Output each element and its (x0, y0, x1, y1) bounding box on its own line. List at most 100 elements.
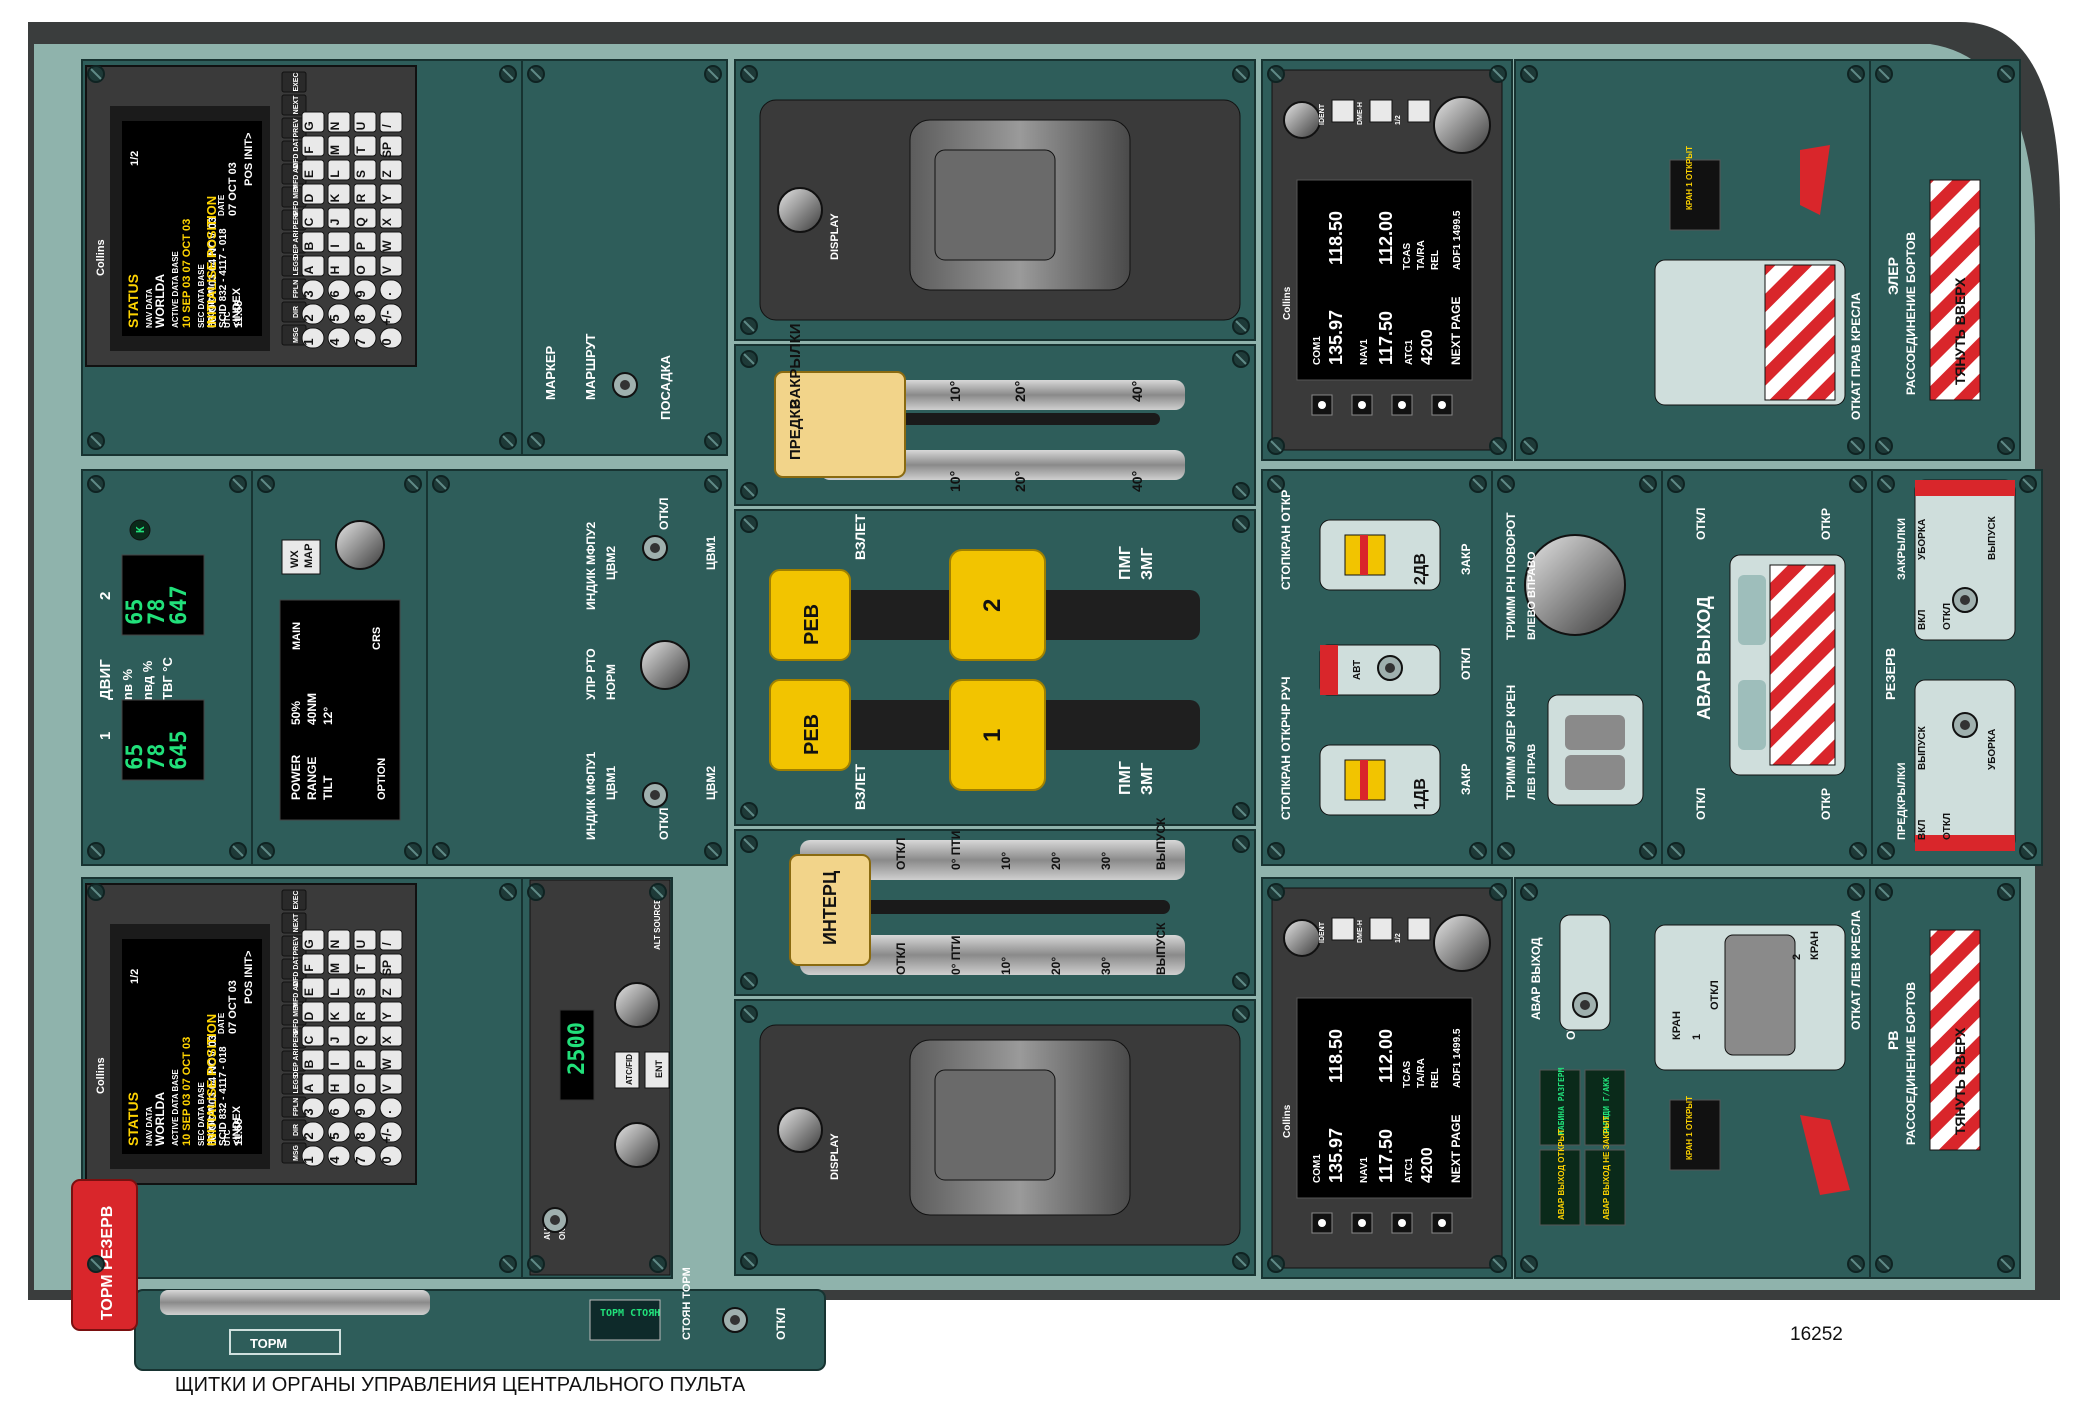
fms-key-alpha (353, 929, 377, 951)
otkat-lev-label: ОТКАТ ЛЕВ КРЕСЛА (1849, 910, 1863, 1030)
rto-selector[interactable] (640, 640, 690, 690)
fms-key-alpha-label: E (302, 988, 316, 996)
ap-knob-upper[interactable] (614, 982, 660, 1028)
radio-tune-knob[interactable] (1433, 96, 1491, 154)
engine-k-label: K (134, 526, 147, 533)
fms-key-alpha-label: H (328, 1084, 342, 1093)
radio-atc1-label: ATC1 (1404, 339, 1415, 365)
fms-key-alpha-label: N (328, 122, 342, 131)
fms-key-alpha-label: Y (380, 1012, 394, 1020)
spoiler-tick: ОТКЛ (894, 838, 908, 870)
rev-label-1: РЕВ (801, 714, 823, 755)
fms-key-num (353, 1121, 377, 1143)
fms-key-alpha (379, 1001, 403, 1023)
kran1-lamp-top (1669, 159, 1721, 231)
elev-kran-left: КРАН (1671, 1011, 1683, 1040)
spoiler-lever-label: ИНТЕРЦ (820, 870, 840, 945)
emergency-exit-otkl-top: ОТКЛ (1694, 508, 1708, 540)
figure-id: 16252 (1790, 1324, 1843, 1345)
fms-key-alpha-label: L (328, 988, 342, 995)
fms-key-num-label: 3 (301, 1108, 316, 1115)
radio-brt-knob[interactable] (1283, 919, 1321, 957)
fms-key-alpha-label: V (380, 1084, 394, 1092)
radio-brt-knob[interactable] (1283, 101, 1321, 139)
fms-key-alpha-label: W (380, 240, 394, 252)
lamp-vyhod-otkryt-label: АВАР ВЫХОД ОТКРЫТ (1557, 1129, 1566, 1220)
display-knob-top[interactable] (777, 187, 823, 233)
fms-program-label: PROGRAM (207, 286, 216, 328)
radio-adf: ADF1 1499.5 (1452, 1028, 1463, 1088)
reserve-flaps-vkl: ВКЛ (1917, 610, 1928, 630)
fms-key-num (353, 279, 377, 301)
label-landing: ПОСАДКА (658, 354, 673, 420)
lamp-zaryadi-label: ЗАРЯДИ Г/АКК (1602, 1077, 1611, 1135)
mfpu-ind2: ИНДИК МФПУ2 (584, 522, 598, 610)
radio-btn-dme (1369, 917, 1393, 941)
elevator-pull-label: ТЯНУТЬ ВВЕРХ (1952, 1027, 1968, 1135)
fms-sec-base-label: SEC DATA BASE (197, 263, 206, 328)
fms-key-func-label: FPLN (293, 1098, 300, 1116)
emergency-exit-otkl-bottom: ОТКЛ (1694, 788, 1708, 820)
wx-knob[interactable] (335, 520, 385, 570)
elev-exit-switch (1559, 914, 1611, 1031)
fms-key-alpha-label: Q (354, 1035, 368, 1044)
display-knob-bottom[interactable] (777, 1107, 823, 1153)
fms-pos-init: POS INIT> (243, 133, 255, 187)
fms-key-num-label: 7 (353, 1156, 368, 1163)
brake-lever-slot (160, 1290, 430, 1315)
fms-key-num-label: 5 (327, 1132, 342, 1139)
aileron-red-lever[interactable] (1800, 145, 1830, 215)
wx-main: MAIN (291, 622, 303, 650)
radio-tcas-rel: REL (1430, 1068, 1441, 1088)
radio-nav1-stby: 112.00 (1376, 1029, 1396, 1083)
fms-key-alpha-label: C (302, 1035, 316, 1044)
fms-nav-data-label: NAV DATA (145, 288, 154, 328)
flaps-tick: 10° (947, 381, 963, 402)
fms-key-num-label: +/- (379, 310, 394, 326)
label-marker: МАРКЕР (543, 346, 558, 400)
elev-n2: 2 (1791, 954, 1803, 960)
fms-key-func-label: EXEC (293, 72, 300, 91)
fms-key-alpha-label: Z (380, 988, 394, 995)
fms-key-func-label: DEP ARR (293, 1045, 300, 1076)
torm-arrow (229, 1329, 341, 1355)
fms-page: 1/2 (129, 151, 141, 166)
fuel-cock-1-zakr: ЗАКР (1459, 763, 1473, 795)
radio-adf: ADF1 1499.5 (1452, 210, 1463, 270)
flaps-tick: 20° (1012, 471, 1028, 492)
radio-nav1-label: NAV1 (1359, 1157, 1370, 1183)
fms-key-alpha (353, 1049, 377, 1071)
fms-key-alpha-label: V (380, 266, 394, 274)
flaps-slot (880, 413, 1160, 425)
fms-utc-label: UTC (223, 1129, 232, 1146)
ap-knob-lower[interactable] (614, 1122, 660, 1168)
spoiler-tick: 10° (999, 852, 1013, 870)
radio-com1-stby: 118.50 (1326, 1029, 1346, 1083)
spoiler-scale-bottom (800, 935, 1185, 975)
aileron-trim-label: ТРИММ ЭЛЕР КРЕН (1504, 685, 1518, 800)
reserve-slats-uborka: УБОРКА (1987, 729, 1998, 770)
fms-utc: 11:55 (233, 1118, 245, 1146)
fms-key-alpha-label: U (354, 940, 368, 949)
emergency-exit-title: АВАР ВЫХОД (1694, 596, 1714, 720)
radio-tune-knob[interactable] (1433, 914, 1491, 972)
elevator-red-lever[interactable] (1800, 1115, 1850, 1195)
fms-key-func-label: EXEC (293, 890, 300, 909)
fms-key-alpha (379, 1073, 403, 1095)
fms-program: SCID 832 - 4117 - 018 (218, 228, 229, 328)
fms-key-func (281, 889, 307, 911)
fms-page: 1/2 (129, 969, 141, 984)
fms-date: 07 OCT 03 (227, 980, 239, 1034)
rudder-trim-knob[interactable] (1524, 534, 1626, 636)
fms-key-alpha (327, 255, 351, 277)
fms-key-alpha (327, 977, 351, 999)
fms-key-alpha (301, 183, 325, 205)
rudder-trim-label: ТРИММ РН ПОВОРОТ (1504, 512, 1518, 640)
radio-btn-half (1407, 99, 1431, 123)
ap-display-value: 2500 (565, 1022, 590, 1075)
engine1-display (121, 699, 205, 781)
fms-key-alpha-label: T (354, 964, 368, 972)
radio-com1-active: 135.97 (1326, 1128, 1346, 1183)
fms-key-num-label: 2 (301, 1132, 316, 1139)
spoiler-lever (789, 854, 871, 966)
